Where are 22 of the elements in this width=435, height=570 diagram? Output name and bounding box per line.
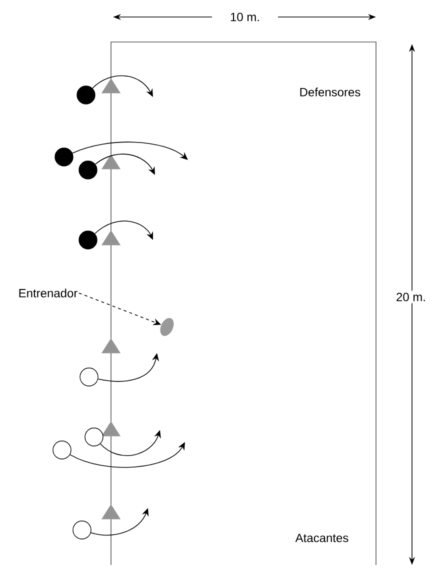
player-circle	[76, 86, 96, 104]
cone-triangle	[101, 338, 121, 354]
movement-arrow	[92, 75, 153, 97]
player-circle	[54, 148, 74, 166]
field-label: Atacantes	[295, 534, 348, 542]
cone-triangle	[101, 230, 121, 246]
player-circle	[52, 440, 72, 460]
cone-triangle	[101, 504, 121, 520]
cone-triangle	[101, 421, 121, 436]
cone-triangle	[101, 78, 121, 94]
player-circle	[72, 520, 92, 540]
dimension-label: 10 m.	[230, 12, 259, 22]
coach-label: Entrenador	[19, 288, 78, 298]
dimension-label: 20 m.	[394, 290, 428, 304]
field-label: Defensores	[300, 88, 360, 96]
cone-triangle	[101, 154, 121, 170]
movement-arrow	[72, 142, 188, 160]
player-circle	[84, 428, 104, 446]
player-circle	[80, 368, 98, 386]
movement-arrow	[70, 442, 185, 468]
player-circle	[78, 160, 98, 180]
player-circle	[78, 230, 98, 250]
